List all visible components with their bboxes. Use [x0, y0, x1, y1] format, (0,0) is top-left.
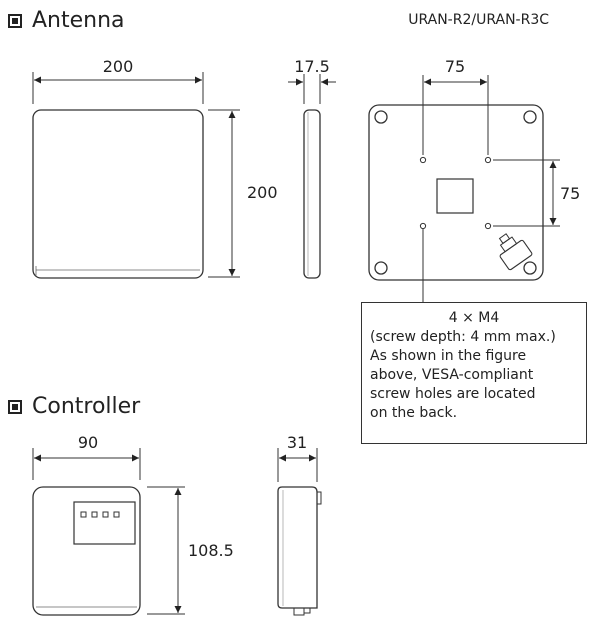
controller-height-dimension: 108.5: [147, 486, 234, 615]
antenna-width-label: 200: [103, 57, 134, 76]
controller-depth-dimension: 31: [277, 433, 318, 482]
antenna-depth-label: 17.5: [294, 57, 330, 76]
controller-width-label: 90: [78, 433, 98, 452]
antenna-front-view: [32, 109, 204, 279]
antenna-title: Antenna: [32, 8, 125, 33]
controller-title: Controller: [32, 394, 141, 419]
square-bullet-icon: [8, 399, 22, 414]
note-line-6: on the back.: [370, 405, 458, 421]
note-line-spec: 4 × M4: [448, 310, 500, 326]
controller-side-view: [277, 486, 322, 616]
antenna-height-label: 200: [247, 183, 278, 202]
antenna-depth-dimension: 17.5: [288, 57, 336, 104]
antenna-height-dimension: 200: [208, 109, 278, 278]
vesa-horizontal-label: 75: [445, 57, 465, 76]
note-line-4: above, VESA-compliant: [370, 367, 534, 383]
antenna-back-view: [368, 104, 544, 281]
controller-width-dimension: 90: [32, 433, 141, 480]
screw-note-box: 4 × M4 (screw depth: 4 mm max.) As shown…: [361, 302, 587, 444]
note-line-3: As shown in the figure: [370, 348, 527, 364]
antenna-side-view: [303, 109, 321, 279]
note-line-depth: (screw depth: 4 mm max.): [370, 329, 556, 345]
vesa-vertical-dimension: 75: [493, 159, 580, 227]
controller-height-label: 108.5: [188, 541, 234, 560]
model-label: URAN-R2/URAN-R3C: [408, 12, 549, 28]
controller-heading: Controller: [8, 394, 140, 419]
note-line-5: screw holes are located: [370, 386, 536, 402]
vesa-horizontal-dimension: 75: [422, 57, 489, 155]
antenna-width-dimension: 200: [32, 57, 204, 104]
antenna-heading: Antenna: [8, 8, 125, 33]
controller-front-view: [32, 486, 141, 616]
vesa-vertical-label: 75: [560, 184, 580, 203]
square-bullet-icon: [8, 13, 22, 28]
controller-depth-label: 31: [287, 433, 307, 452]
